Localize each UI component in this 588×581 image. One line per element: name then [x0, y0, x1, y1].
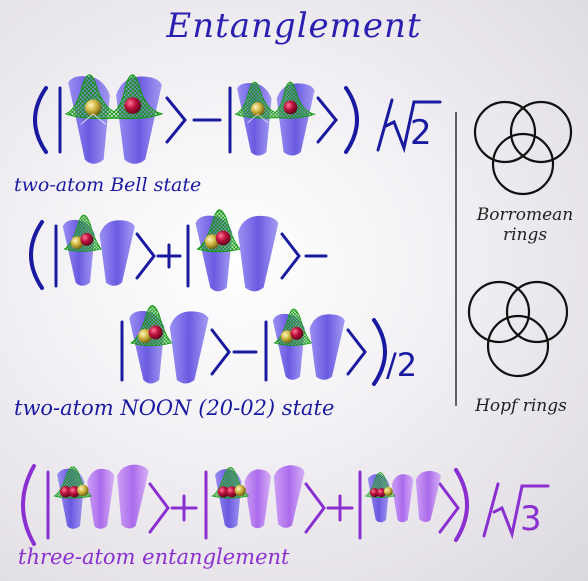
noon-state-label: two-atom NOON (20-02) state [14, 396, 335, 420]
three-ket-angle-1 [148, 482, 170, 534]
bell-state-equation [33, 86, 442, 154]
noon-equation-line1 [29, 220, 328, 290]
noon-atoms-state-2 [195, 209, 279, 292]
noon-norm-value: /2 [386, 346, 417, 384]
noon-ket-angle-4 [346, 328, 367, 376]
hopf-ring-2 [505, 280, 569, 344]
hopf-ring-3 [486, 314, 550, 378]
three-sqrt-sign [492, 484, 550, 540]
three-open-paren [21, 464, 36, 546]
bell-state-label: two-atom Bell state [14, 174, 202, 196]
borromean-label-line1: Borromean [476, 205, 574, 225]
borromean-label: Borromean rings [470, 205, 580, 245]
hopf-rings-figure [467, 280, 569, 378]
noon-ket-angle-2 [280, 232, 301, 280]
bell-ket-angle-1 [165, 96, 187, 144]
borromean-ring-1 [473, 100, 537, 164]
three-ket-angle-2 [304, 482, 326, 534]
noon-equation-line2 [120, 318, 387, 386]
three-atom-label: three-atom entanglement [18, 545, 290, 569]
noon-atoms-state-1 [62, 214, 136, 287]
borromean-label-line2: rings [502, 225, 548, 245]
three-atoms-state-3 [364, 470, 442, 523]
bell-sqrt-sign [384, 100, 442, 154]
three-norm-value: 3 [520, 499, 542, 539]
borromean-ring-2 [509, 100, 573, 164]
three-close-paren [454, 468, 469, 542]
borromean-ring-3 [491, 132, 555, 196]
borromean-rings-figure [473, 100, 573, 196]
noon-ket-angle-1 [135, 232, 156, 280]
bell-open-paren [33, 86, 48, 154]
bell-ket-angle-2 [316, 96, 338, 144]
page-title: Entanglement [166, 6, 422, 46]
three-atoms-state-2 [211, 464, 306, 529]
noon-close-paren [372, 318, 387, 386]
three-ket-angle-3 [438, 482, 460, 534]
noon-atoms-state-3 [128, 305, 209, 384]
hopf-ring-1 [467, 280, 531, 344]
three-slash [482, 482, 500, 538]
three-atoms-state-1 [53, 464, 150, 530]
noon-atoms-state-4 [272, 308, 346, 381]
hopf-label: Hopf rings [475, 396, 567, 416]
bell-atoms-pair-1 [65, 74, 163, 165]
bell-close-paren [344, 86, 359, 154]
bell-norm-value: 2 [410, 113, 432, 153]
noon-ket-angle-3 [210, 328, 231, 376]
noon-open-paren [29, 220, 44, 290]
bell-atoms-pair-2 [234, 81, 316, 157]
three-atom-equation [21, 464, 550, 546]
